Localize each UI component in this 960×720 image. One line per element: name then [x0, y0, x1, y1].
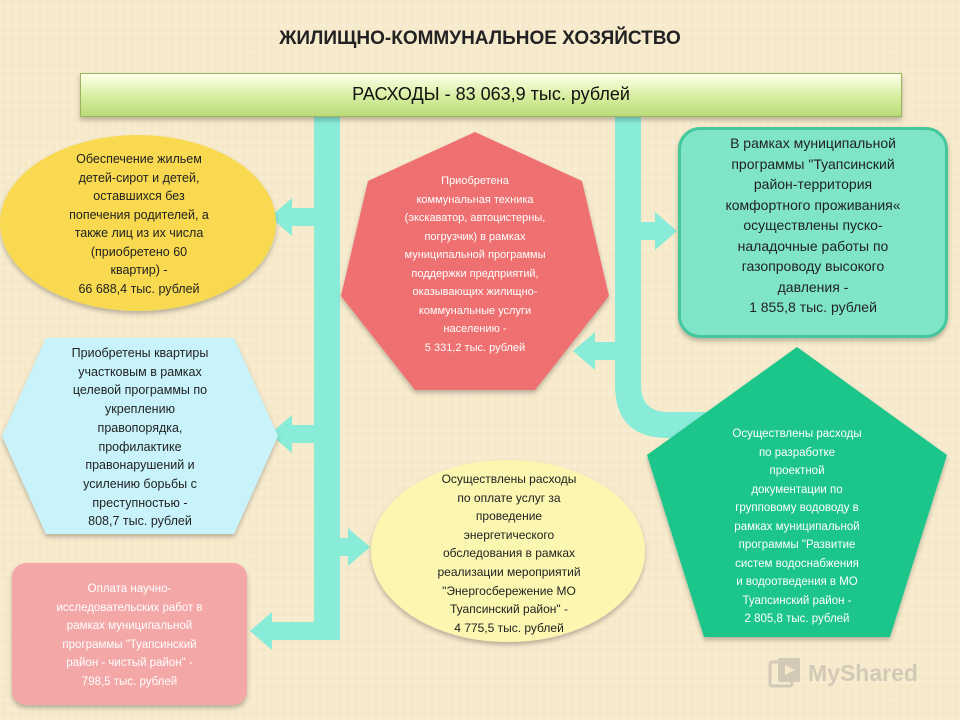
page-title: ЖИЛИЩНО-КОММУНАЛЬНОЕ ХОЗЯЙСТВО [279, 28, 681, 49]
connector-shapes [250, 117, 710, 650]
node-text-energy-audit: Осуществлены расходы по оплате услуг за … [437, 472, 581, 635]
node-text-orphans-housing: Обеспечение жильем детей-сирот и детей, … [69, 152, 209, 296]
node-text-gas-pipeline: В рамках муниципальной программы "Туапси… [725, 135, 901, 315]
node-ellipse-light-yellow [371, 460, 645, 642]
node-box-teal [678, 127, 948, 338]
node-text-police-apartments: Приобретены квартиры участковым в рамках… [71, 346, 209, 529]
node-text-municipal-equipment: Приобретена коммунальная техника (экскав… [404, 175, 546, 354]
logo-icon [768, 658, 800, 688]
node-hexagon-cyan [2, 338, 278, 534]
node-text-research-works: Оплата научно- исследовательских работ в… [56, 583, 203, 688]
node-box-pink [12, 563, 247, 705]
node-text-water-supply-design: Осуществлены расходы по разработке проек… [732, 428, 862, 625]
watermark-text: MyShared [808, 660, 918, 686]
node-ellipse-yellow [0, 135, 276, 311]
header-bar [80, 73, 902, 117]
header-label: РАСХОДЫ - 83 063,9 тыс. рублей [352, 84, 630, 104]
node-pentagon-green [647, 347, 947, 637]
node-heptagon-pink [341, 132, 609, 390]
